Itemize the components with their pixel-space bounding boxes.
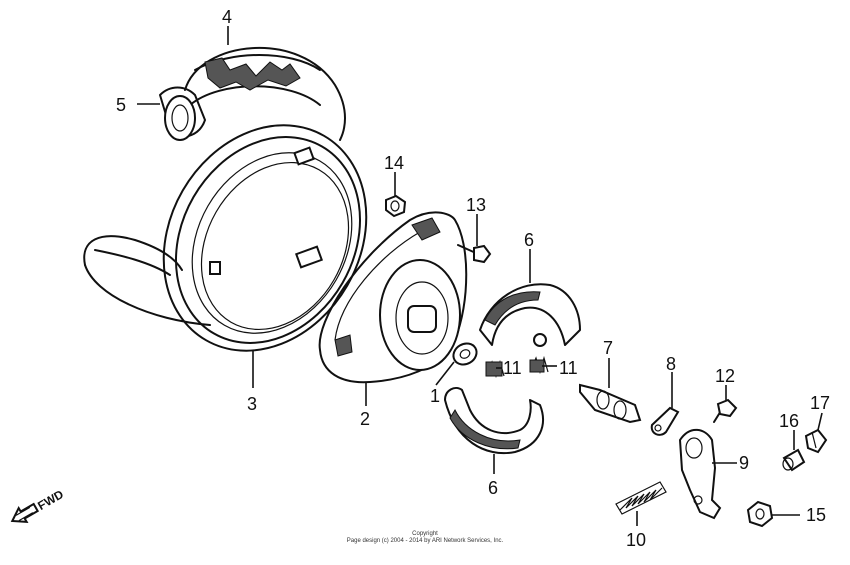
callout-4: 4 [222, 7, 232, 27]
indicator-plate-part-8 [650, 406, 680, 436]
callouts: 4 5 14 13 6 3 2 1 11 11 6 7 8 12 9 10 16… [116, 7, 830, 550]
nut-part-14 [385, 194, 407, 218]
fwd-label: FWD [35, 487, 66, 513]
tube-part-4 [83, 46, 346, 326]
callout-2: 2 [360, 409, 370, 429]
callout-14: 14 [384, 153, 404, 173]
callout-10: 10 [626, 530, 646, 550]
brake-shoe-part-6-lower [444, 387, 544, 455]
bolt-part-13 [457, 244, 492, 264]
rim-part-3 [162, 124, 368, 352]
callout-12: 12 [715, 366, 735, 386]
brake-cam-part-7 [579, 383, 642, 424]
callout-6-lower: 6 [488, 478, 498, 498]
callout-5: 5 [116, 95, 126, 115]
cap-part-16 [782, 448, 806, 472]
callout-16: 16 [779, 411, 799, 431]
leader-lines [137, 26, 823, 526]
brake-shoe-part-6-upper [479, 283, 581, 347]
callout-11-left: 11 [503, 358, 522, 378]
callout-11-right: 11 [559, 358, 578, 378]
spring-part-11-right [529, 355, 549, 375]
spring-part-10 [615, 481, 667, 515]
copyright-line-2: Page design (c) 2004 - 2014 by ARI Netwo… [347, 538, 504, 544]
cap-part-17 [804, 428, 828, 454]
copyright-line-1: Copyright [412, 531, 438, 537]
nut-part-15 [746, 500, 774, 528]
callout-6-upper: 6 [524, 230, 534, 250]
callout-8: 8 [666, 354, 676, 374]
callout-1: 1 [430, 386, 440, 406]
callout-7: 7 [603, 338, 613, 358]
callout-3: 3 [247, 394, 257, 414]
washer-part-1 [452, 342, 478, 366]
callout-15: 15 [806, 505, 826, 525]
fwd-arrow-icon: FWD [10, 487, 66, 524]
callout-17: 17 [810, 393, 830, 413]
spring-part-11-left [485, 359, 505, 379]
brake-arm-part-9 [678, 428, 722, 520]
callout-13: 13 [466, 195, 486, 215]
callout-9: 9 [739, 453, 749, 473]
bolt-part-12 [713, 398, 738, 423]
brake-panel-part-2 [318, 211, 468, 384]
